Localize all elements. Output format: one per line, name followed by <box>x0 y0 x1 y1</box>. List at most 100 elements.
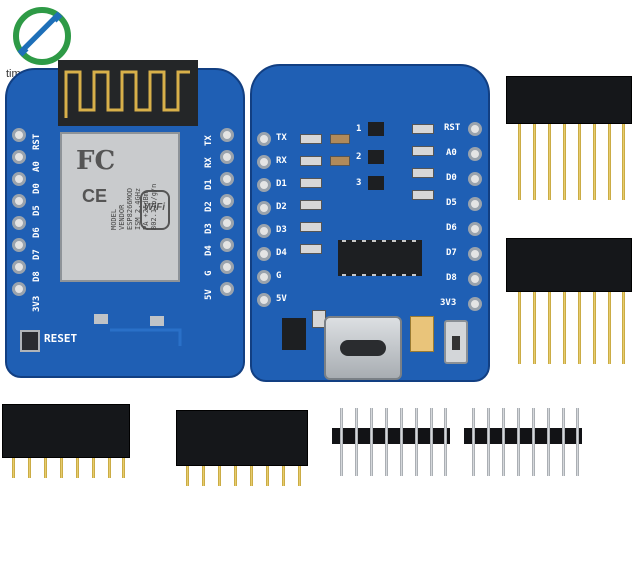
pin-label: G <box>276 271 282 281</box>
pin-pad <box>12 150 26 164</box>
pin-label: D4 <box>276 248 287 258</box>
pin-pad <box>12 260 26 274</box>
female-header-bottom-right <box>506 238 632 292</box>
pin-pad <box>468 172 482 186</box>
female-header-top-right <box>506 76 632 124</box>
pin-pad <box>12 282 26 296</box>
pin-label: D1 <box>276 179 287 189</box>
header-pin <box>533 292 536 364</box>
header-pin <box>576 408 579 476</box>
header-pin <box>44 458 47 478</box>
smd-resistor <box>300 222 322 232</box>
reset-button[interactable] <box>20 330 40 352</box>
pin-label: TX <box>204 135 214 146</box>
pin-pad <box>220 172 234 186</box>
pin-pad <box>220 194 234 208</box>
switch-knob <box>452 336 460 350</box>
pin-pad <box>220 238 234 252</box>
header-pin <box>12 458 15 478</box>
pin-label: TX <box>276 133 287 143</box>
pin-pad <box>468 147 482 161</box>
pin-label: RST <box>32 133 42 150</box>
pin-pad <box>257 132 271 146</box>
reset-label: RESET <box>44 332 78 345</box>
pin-pad <box>257 155 271 169</box>
pin-pad <box>220 216 234 230</box>
header-pin <box>487 408 490 476</box>
module-line: ESP8266MOD <box>126 187 134 230</box>
pin-label: D7 <box>32 249 42 260</box>
smd-capacitor <box>330 134 350 144</box>
header-pin <box>400 408 403 476</box>
header-pin <box>608 124 611 200</box>
leaf-icon <box>13 7 71 65</box>
pin-pad <box>220 150 234 164</box>
header-pin <box>622 292 625 364</box>
pin-pad <box>468 197 482 211</box>
pin-label: D5 <box>446 198 457 208</box>
trace-icon <box>94 314 182 346</box>
pcb-antenna <box>58 60 198 126</box>
header-pin <box>502 408 505 476</box>
pin-label: 5V <box>276 294 287 304</box>
pin-label: D1 <box>204 179 214 190</box>
header-pin <box>608 292 611 364</box>
header-pin <box>298 466 301 486</box>
header-pin <box>563 124 566 200</box>
header-pin <box>547 408 550 476</box>
pin-pad <box>257 178 271 192</box>
via-pads <box>90 310 200 350</box>
pin-pad <box>257 201 271 215</box>
header-pin <box>28 458 31 478</box>
pin-label: 3V3 <box>32 295 42 312</box>
usb-c-connector[interactable] <box>324 316 402 380</box>
module-text-block: MODEL VENDOR ESP8266MOD ISM 2.4GHz PA +2… <box>110 140 158 230</box>
smd-resistor <box>412 146 434 156</box>
pin-pad <box>12 172 26 186</box>
fcc-logo: FC <box>76 146 116 176</box>
smd-resistor <box>412 124 434 134</box>
header-pin <box>250 466 253 486</box>
header-pin <box>563 292 566 364</box>
header-pin <box>282 466 285 486</box>
pin-label: 3V3 <box>440 298 457 308</box>
ic-pins-icon <box>342 236 416 280</box>
wifi-label: WiFi <box>144 202 166 213</box>
smd-resistor <box>300 200 322 210</box>
pin-pad <box>468 297 482 311</box>
header-pin <box>355 408 358 476</box>
smd-resistor <box>300 178 322 188</box>
voltage-regulator <box>282 318 306 350</box>
side-switch[interactable] <box>444 320 468 364</box>
pin-label: D0 <box>32 183 42 194</box>
antenna-trace-icon <box>64 70 190 118</box>
header-pin <box>108 458 111 478</box>
header-pin <box>472 408 475 476</box>
pin-label: D0 <box>446 173 457 183</box>
tantalum-capacitor <box>410 316 434 352</box>
pin-pad <box>220 282 234 296</box>
pin-pad <box>257 247 271 261</box>
pin-label: D8 <box>32 271 42 282</box>
pin-pad <box>468 247 482 261</box>
smd-resistor <box>412 190 434 200</box>
header-pin <box>202 466 205 486</box>
module-line: MODEL <box>110 208 118 230</box>
transistor-chip <box>368 150 384 164</box>
esp8266-module <box>60 132 180 282</box>
header-pin <box>578 124 581 200</box>
header-pin <box>234 466 237 486</box>
header-pin <box>533 124 536 200</box>
pin-label: RST <box>444 123 461 133</box>
header-pin <box>60 458 63 478</box>
pin-label: D5 <box>32 205 42 216</box>
header-pin <box>593 124 596 200</box>
header-pin <box>622 124 625 200</box>
module-line: VENDOR <box>118 204 126 230</box>
pin-pad <box>468 122 482 136</box>
male-header-left <box>332 428 450 444</box>
transistor-chip <box>368 122 384 136</box>
header-pin <box>518 124 521 200</box>
header-pin <box>76 458 79 478</box>
pin-pad <box>257 270 271 284</box>
